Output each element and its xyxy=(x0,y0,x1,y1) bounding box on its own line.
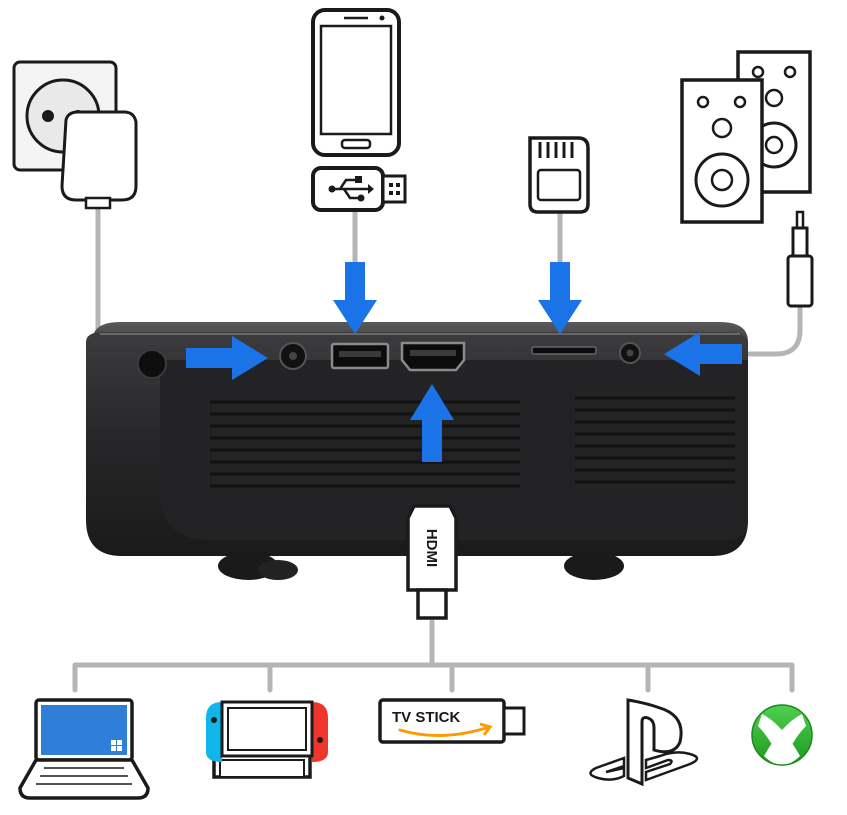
nintendo-switch-icon xyxy=(206,700,328,779)
arrows xyxy=(186,262,742,462)
arrow-sd xyxy=(538,262,582,334)
aux-plug-icon xyxy=(786,210,814,308)
joycon-left xyxy=(206,702,222,762)
tv-stick-icon: TV STICK xyxy=(378,698,526,744)
projector-foot-left-2 xyxy=(258,560,298,580)
arrow-usb xyxy=(333,262,377,334)
vent-grille-right xyxy=(575,396,735,484)
usb-stick-icon xyxy=(311,166,407,212)
audio-cable xyxy=(742,302,803,357)
power-adapter-icon xyxy=(60,110,138,210)
joycon-right xyxy=(312,702,328,762)
projector-lens-cap xyxy=(137,349,167,379)
port-hdmi xyxy=(400,341,466,372)
tv-stick-label: TV STICK xyxy=(392,709,461,726)
hdmi-plug-icon: HDMI xyxy=(406,504,458,620)
sd-card-icon xyxy=(528,136,590,214)
hdmi-plug-label: HDMI xyxy=(423,529,440,567)
arrow-audio xyxy=(664,332,742,376)
port-dc-power xyxy=(279,342,307,370)
speaker-front xyxy=(680,78,764,224)
smartphone-icon xyxy=(311,8,401,157)
vent-grille-main xyxy=(210,400,520,488)
device-bus xyxy=(72,662,795,693)
xbox-logo-icon xyxy=(751,704,813,766)
amazon-smile-icon xyxy=(398,726,488,737)
amazon-smile-arrow xyxy=(479,722,493,736)
projector-foot-right xyxy=(564,552,624,580)
port-sd-slot xyxy=(531,346,597,355)
speakers-icon xyxy=(680,50,812,224)
playstation-logo-icon xyxy=(589,698,699,787)
windows-logo-icon xyxy=(111,740,122,751)
port-audio-out xyxy=(619,342,641,364)
arrow-hdmi xyxy=(410,384,454,462)
port-usb xyxy=(330,342,390,370)
arrow-power xyxy=(186,336,268,380)
projector xyxy=(86,322,748,580)
laptop-icon xyxy=(18,698,150,800)
